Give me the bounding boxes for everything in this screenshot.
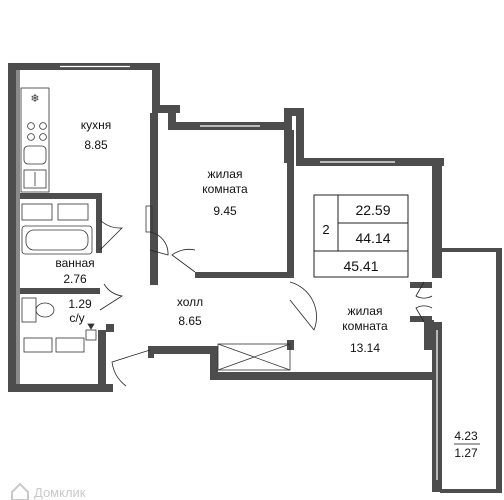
stove-burner-icon xyxy=(39,133,47,141)
door-frame-entry xyxy=(148,346,154,358)
wc-sink-icon xyxy=(23,337,53,353)
wall-step-1-horizontal xyxy=(152,105,180,113)
area-summary-table: 2 22.59 44.14 45.41 xyxy=(313,194,409,278)
wall-bottom-hall xyxy=(150,346,216,354)
summary-living-area: 22.59 xyxy=(355,202,390,218)
partition-living1-hall-left xyxy=(150,230,158,285)
door-bathroom xyxy=(99,219,124,251)
partition-living1-living2 xyxy=(287,130,294,278)
partition-bath-right xyxy=(96,193,102,253)
washing-machine-icon xyxy=(21,203,53,221)
wall-bottom-living-2 xyxy=(210,372,440,380)
wall-wc-right xyxy=(98,330,106,392)
wall-left-outer xyxy=(8,66,16,391)
windows xyxy=(60,65,438,480)
kitchen-sink-icon xyxy=(23,145,47,165)
wall-step-2-top xyxy=(284,108,304,116)
partition-kitchen-living1 xyxy=(150,113,158,233)
stove-burner-icon xyxy=(27,133,35,141)
wall-step-2b xyxy=(296,108,304,166)
summary-room-count: 2 xyxy=(322,222,329,237)
watermark-text: Домклик xyxy=(34,485,86,500)
hall-name: холл xyxy=(177,295,203,309)
balcony-right xyxy=(496,248,502,493)
partition-hall-living2-stub xyxy=(287,340,294,350)
bathroom-name: ванная xyxy=(55,256,94,270)
partitions xyxy=(20,113,432,358)
hall-area: 8.65 xyxy=(178,314,202,328)
living-room-1-name-line1: жилая xyxy=(208,167,243,181)
wall-bottom-step xyxy=(210,346,218,380)
kitchen-area: 8.85 xyxy=(84,138,108,152)
toilet-cistern-icon xyxy=(21,297,37,323)
summary-total-with-balcony: 45.41 xyxy=(343,258,378,274)
door-entry xyxy=(111,349,151,387)
dishwasher-icon xyxy=(23,169,47,189)
partition-kitchen-bath xyxy=(20,193,100,199)
house-logo-icon xyxy=(11,482,29,500)
balcony-area-full: 4.23 xyxy=(454,429,478,443)
living-room-2-name-line1: жилая xyxy=(348,304,383,318)
drain-marker-icon xyxy=(87,323,95,330)
summary-total-area: 44.14 xyxy=(355,230,390,246)
wall-right-lower xyxy=(424,320,434,350)
living-room-1-name-line2: комната xyxy=(202,182,248,196)
kitchen-fixtures: ❄ xyxy=(20,87,50,193)
door-balcony-2 xyxy=(415,305,433,323)
living-room-2-area: 13.14 xyxy=(350,341,380,355)
toilet-bowl-icon xyxy=(35,302,55,318)
balcony-top xyxy=(440,248,502,252)
toilet-name: с/у xyxy=(69,311,84,325)
stove-burner-icon xyxy=(27,122,35,130)
wall-step-1b xyxy=(168,105,176,130)
door-kitchen xyxy=(149,231,169,256)
room-labels: кухня 8.85 жилая комната 9.45 ванная 2.7… xyxy=(55,118,480,460)
bathtub-inner-icon xyxy=(25,229,89,251)
bathroom-fixtures xyxy=(21,203,97,353)
balcony-area-reduced: 1.27 xyxy=(454,446,478,460)
partition-living1-bottom xyxy=(195,272,293,278)
toilet-area: 1.29 xyxy=(68,297,92,311)
fridge-icon: ❄ xyxy=(30,93,39,105)
hall-fixtures xyxy=(145,205,291,371)
living-room-2-name-line2: комната xyxy=(342,319,388,333)
stove-burner-icon xyxy=(39,122,47,130)
partition-bath-wc xyxy=(20,288,100,294)
balcony-door-frame-1 xyxy=(410,282,432,288)
wall-bottom-left xyxy=(8,384,113,392)
bathtub-icon xyxy=(21,225,93,255)
watermark: Домклик xyxy=(11,482,86,500)
riser-icon xyxy=(85,329,97,341)
door-balcony-1 xyxy=(415,281,433,299)
balcony-door-frame-2 xyxy=(410,316,432,322)
wardrobe-cross-2 xyxy=(217,343,291,371)
wardrobe-icon xyxy=(217,343,291,371)
door-living-1 xyxy=(171,248,196,273)
door-wc xyxy=(99,283,124,311)
kitchen-counter xyxy=(20,87,50,193)
door-frame-wc xyxy=(106,324,114,332)
wall-right-living-2 xyxy=(432,158,442,278)
wall-step-1 xyxy=(152,63,160,113)
kitchen-name: кухня xyxy=(81,118,112,132)
wall-left-inner-layer xyxy=(16,66,20,391)
door-living-2 xyxy=(289,281,317,331)
balcony-bottom xyxy=(440,489,502,493)
kitchen-riser-icon xyxy=(145,205,153,233)
living-room-1-area: 9.45 xyxy=(213,204,237,218)
doors xyxy=(99,219,433,387)
summary-table-frame xyxy=(313,194,409,278)
wc-cabinet-icon xyxy=(55,337,85,353)
bath-sink-icon xyxy=(57,203,89,221)
bathroom-area: 2.76 xyxy=(63,272,87,286)
